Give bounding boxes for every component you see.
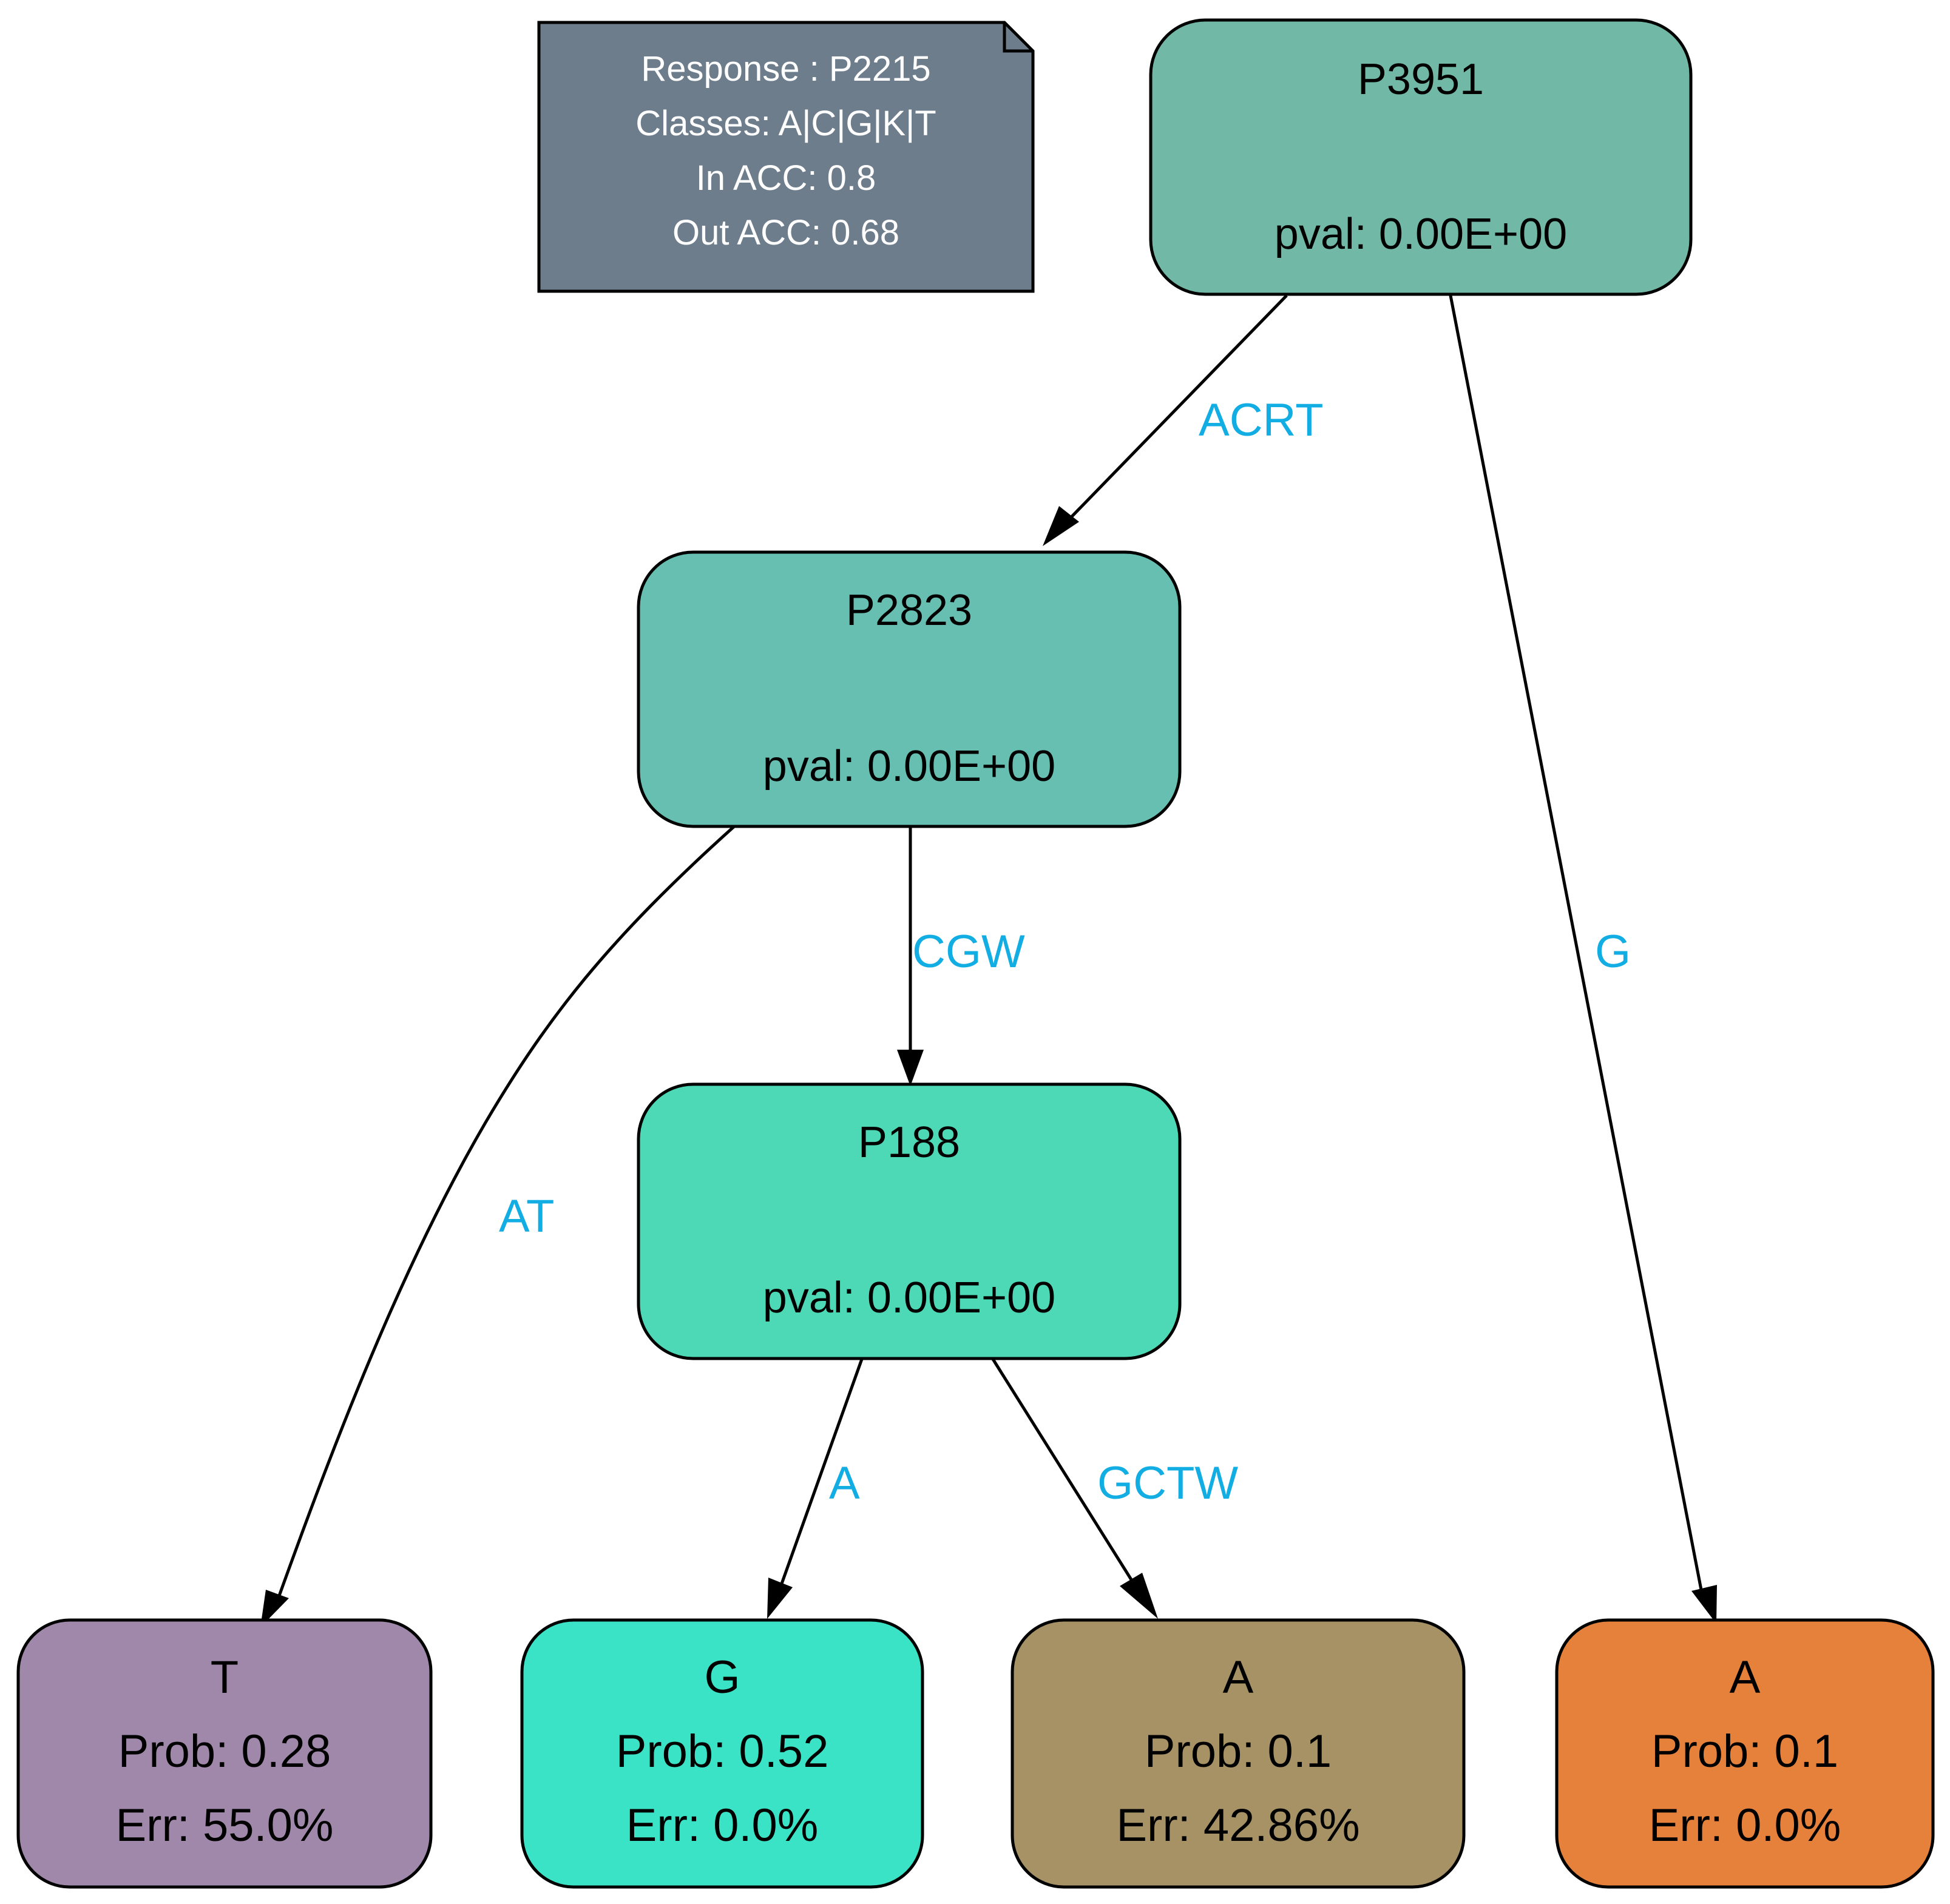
node-title: P2823 (846, 586, 972, 635)
leaf-err: Err: 0.0% (1649, 1800, 1841, 1851)
note-line-in-acc: In ACC: 0.8 (696, 158, 876, 198)
leaf-class: A (1223, 1652, 1254, 1703)
note-line-response: Response : P2215 (641, 49, 930, 89)
leaf-prob: Prob: 0.52 (616, 1726, 829, 1777)
note-line-classes: Classes: A|C|G|K|T (635, 104, 936, 143)
edge-p2823-p188 (897, 825, 924, 1086)
node-p188: P188 pval: 0.00E+00 (637, 1082, 1182, 1360)
leaf-class: A (1730, 1652, 1761, 1703)
edge-label-a: A (829, 1457, 860, 1509)
leaf-err: Err: 55.0% (115, 1800, 333, 1851)
leaf-a-gctw: A Prob: 0.1 Err: 42.86% (1011, 1618, 1466, 1889)
leaf-class: G (704, 1652, 740, 1703)
node-title: P188 (858, 1118, 960, 1167)
edge-label-g: G (1595, 926, 1631, 977)
node-p3951: P3951 pval: 0.00E+00 (1149, 18, 1693, 296)
edge-label-at: AT (499, 1190, 554, 1242)
node-pval: pval: 0.00E+00 (763, 1274, 1055, 1322)
leaf-a-g: A Prob: 0.1 Err: 0.0% (1555, 1618, 1935, 1889)
edge-p3951-leaf-a2 (1449, 295, 1717, 1624)
edge-p3951-p2823 (1043, 294, 1288, 546)
leaf-err: Err: 42.86% (1116, 1800, 1359, 1851)
note-line-out-acc: Out ACC: 0.68 (672, 213, 899, 252)
note-fold (1003, 22, 1033, 53)
node-title: P3951 (1358, 55, 1484, 104)
node-pval: pval: 0.00E+00 (1275, 210, 1567, 258)
node-p2823: P2823 pval: 0.00E+00 (637, 550, 1182, 828)
edge-label-cgw: CGW (912, 926, 1025, 977)
node-pval: pval: 0.00E+00 (763, 742, 1055, 791)
summary-note: Response : P2215 Classes: A|C|G|K|T In A… (537, 21, 1035, 293)
leaf-prob: Prob: 0.1 (1651, 1726, 1838, 1777)
note-box (537, 21, 1035, 293)
edge-p188-leaf-a1 (991, 1358, 1158, 1619)
edge-p188-leaf-g (767, 1359, 864, 1619)
edge-label-gctw: GCTW (1097, 1457, 1238, 1509)
edge-p2823-leaf-t (260, 824, 737, 1627)
leaf-prob: Prob: 0.1 (1145, 1726, 1332, 1777)
leaf-prob: Prob: 0.28 (118, 1726, 331, 1777)
leaf-class: T (211, 1652, 239, 1703)
edge-label-acrt: ACRT (1199, 394, 1324, 446)
leaf-err: Err: 0.0% (626, 1800, 819, 1851)
leaf-t: T Prob: 0.28 Err: 55.0% (16, 1618, 433, 1889)
leaf-g: G Prob: 0.52 Err: 0.0% (520, 1618, 924, 1889)
